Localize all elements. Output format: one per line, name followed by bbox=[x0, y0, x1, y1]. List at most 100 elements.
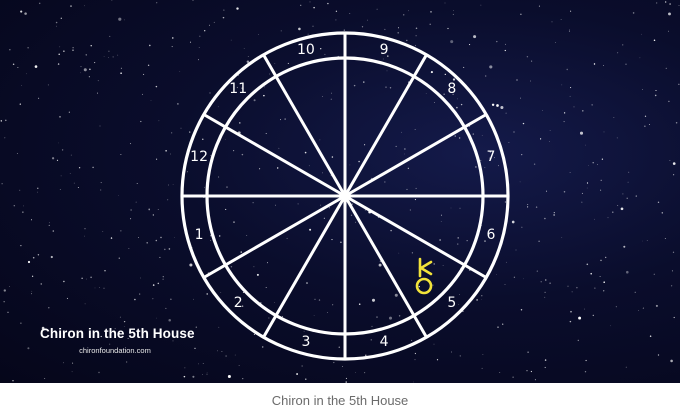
star bbox=[331, 239, 333, 241]
star bbox=[148, 210, 150, 211]
star bbox=[508, 142, 510, 143]
star bbox=[312, 25, 314, 27]
star bbox=[600, 189, 602, 191]
star bbox=[135, 201, 137, 203]
star bbox=[112, 56, 114, 58]
star bbox=[230, 39, 232, 41]
star bbox=[482, 354, 484, 356]
star bbox=[527, 351, 529, 353]
star bbox=[476, 299, 478, 301]
star bbox=[505, 112, 507, 114]
star bbox=[613, 116, 615, 118]
star bbox=[544, 296, 546, 298]
star bbox=[177, 103, 179, 105]
star bbox=[521, 153, 523, 156]
star bbox=[415, 27, 418, 30]
star bbox=[225, 208, 227, 210]
star bbox=[389, 87, 392, 89]
star bbox=[668, 30, 669, 32]
star bbox=[599, 276, 601, 277]
star bbox=[233, 221, 235, 223]
star bbox=[330, 98, 332, 100]
star bbox=[404, 148, 406, 150]
star bbox=[189, 41, 192, 43]
star bbox=[578, 316, 582, 320]
star bbox=[414, 129, 416, 130]
star bbox=[309, 1, 311, 3]
star bbox=[48, 224, 50, 226]
star bbox=[129, 143, 132, 145]
star bbox=[409, 209, 411, 211]
star bbox=[411, 252, 413, 254]
star bbox=[230, 265, 233, 268]
star bbox=[155, 85, 158, 88]
star bbox=[119, 316, 121, 318]
star bbox=[649, 335, 652, 337]
star bbox=[418, 286, 420, 288]
star bbox=[480, 4, 482, 6]
star bbox=[397, 32, 399, 34]
star bbox=[526, 56, 529, 58]
star bbox=[612, 211, 614, 213]
star bbox=[314, 298, 316, 300]
star bbox=[118, 332, 121, 334]
star bbox=[191, 333, 192, 335]
star bbox=[99, 348, 102, 350]
star bbox=[345, 381, 347, 383]
star bbox=[549, 282, 551, 284]
star bbox=[241, 87, 243, 89]
star bbox=[414, 352, 416, 355]
star bbox=[253, 266, 255, 268]
star bbox=[4, 137, 6, 139]
star bbox=[561, 237, 563, 238]
star bbox=[603, 65, 604, 66]
star bbox=[579, 131, 584, 135]
star bbox=[519, 181, 521, 183]
star bbox=[665, 67, 667, 70]
star bbox=[73, 182, 75, 184]
star bbox=[657, 201, 660, 203]
star bbox=[415, 187, 417, 189]
star bbox=[240, 251, 242, 253]
star bbox=[603, 290, 605, 292]
star bbox=[41, 326, 45, 330]
star bbox=[309, 228, 312, 231]
star bbox=[669, 160, 671, 161]
star bbox=[603, 281, 605, 283]
star bbox=[406, 188, 408, 190]
house-divider bbox=[343, 195, 428, 338]
star bbox=[307, 33, 309, 35]
star bbox=[610, 325, 612, 327]
star bbox=[264, 86, 265, 88]
chiron-icon bbox=[415, 257, 433, 295]
star bbox=[653, 273, 655, 275]
star bbox=[457, 98, 458, 100]
star bbox=[335, 10, 338, 12]
house-number-2: 2 bbox=[234, 295, 243, 311]
star bbox=[263, 94, 265, 97]
star bbox=[227, 374, 231, 379]
star bbox=[104, 270, 106, 272]
star bbox=[499, 372, 501, 373]
star bbox=[97, 92, 98, 94]
star bbox=[340, 241, 342, 244]
star bbox=[202, 363, 204, 364]
star bbox=[85, 54, 87, 56]
star bbox=[165, 150, 167, 152]
star bbox=[138, 237, 139, 239]
star bbox=[458, 304, 460, 305]
star bbox=[210, 155, 212, 157]
star bbox=[172, 340, 174, 342]
star bbox=[668, 100, 670, 103]
star bbox=[55, 25, 57, 27]
star bbox=[544, 366, 546, 369]
star bbox=[594, 218, 595, 220]
star bbox=[168, 184, 169, 186]
star bbox=[673, 316, 675, 319]
star bbox=[100, 189, 102, 191]
star bbox=[37, 254, 40, 256]
house-number-1: 1 bbox=[195, 227, 204, 243]
star bbox=[234, 354, 236, 356]
star bbox=[276, 167, 279, 169]
